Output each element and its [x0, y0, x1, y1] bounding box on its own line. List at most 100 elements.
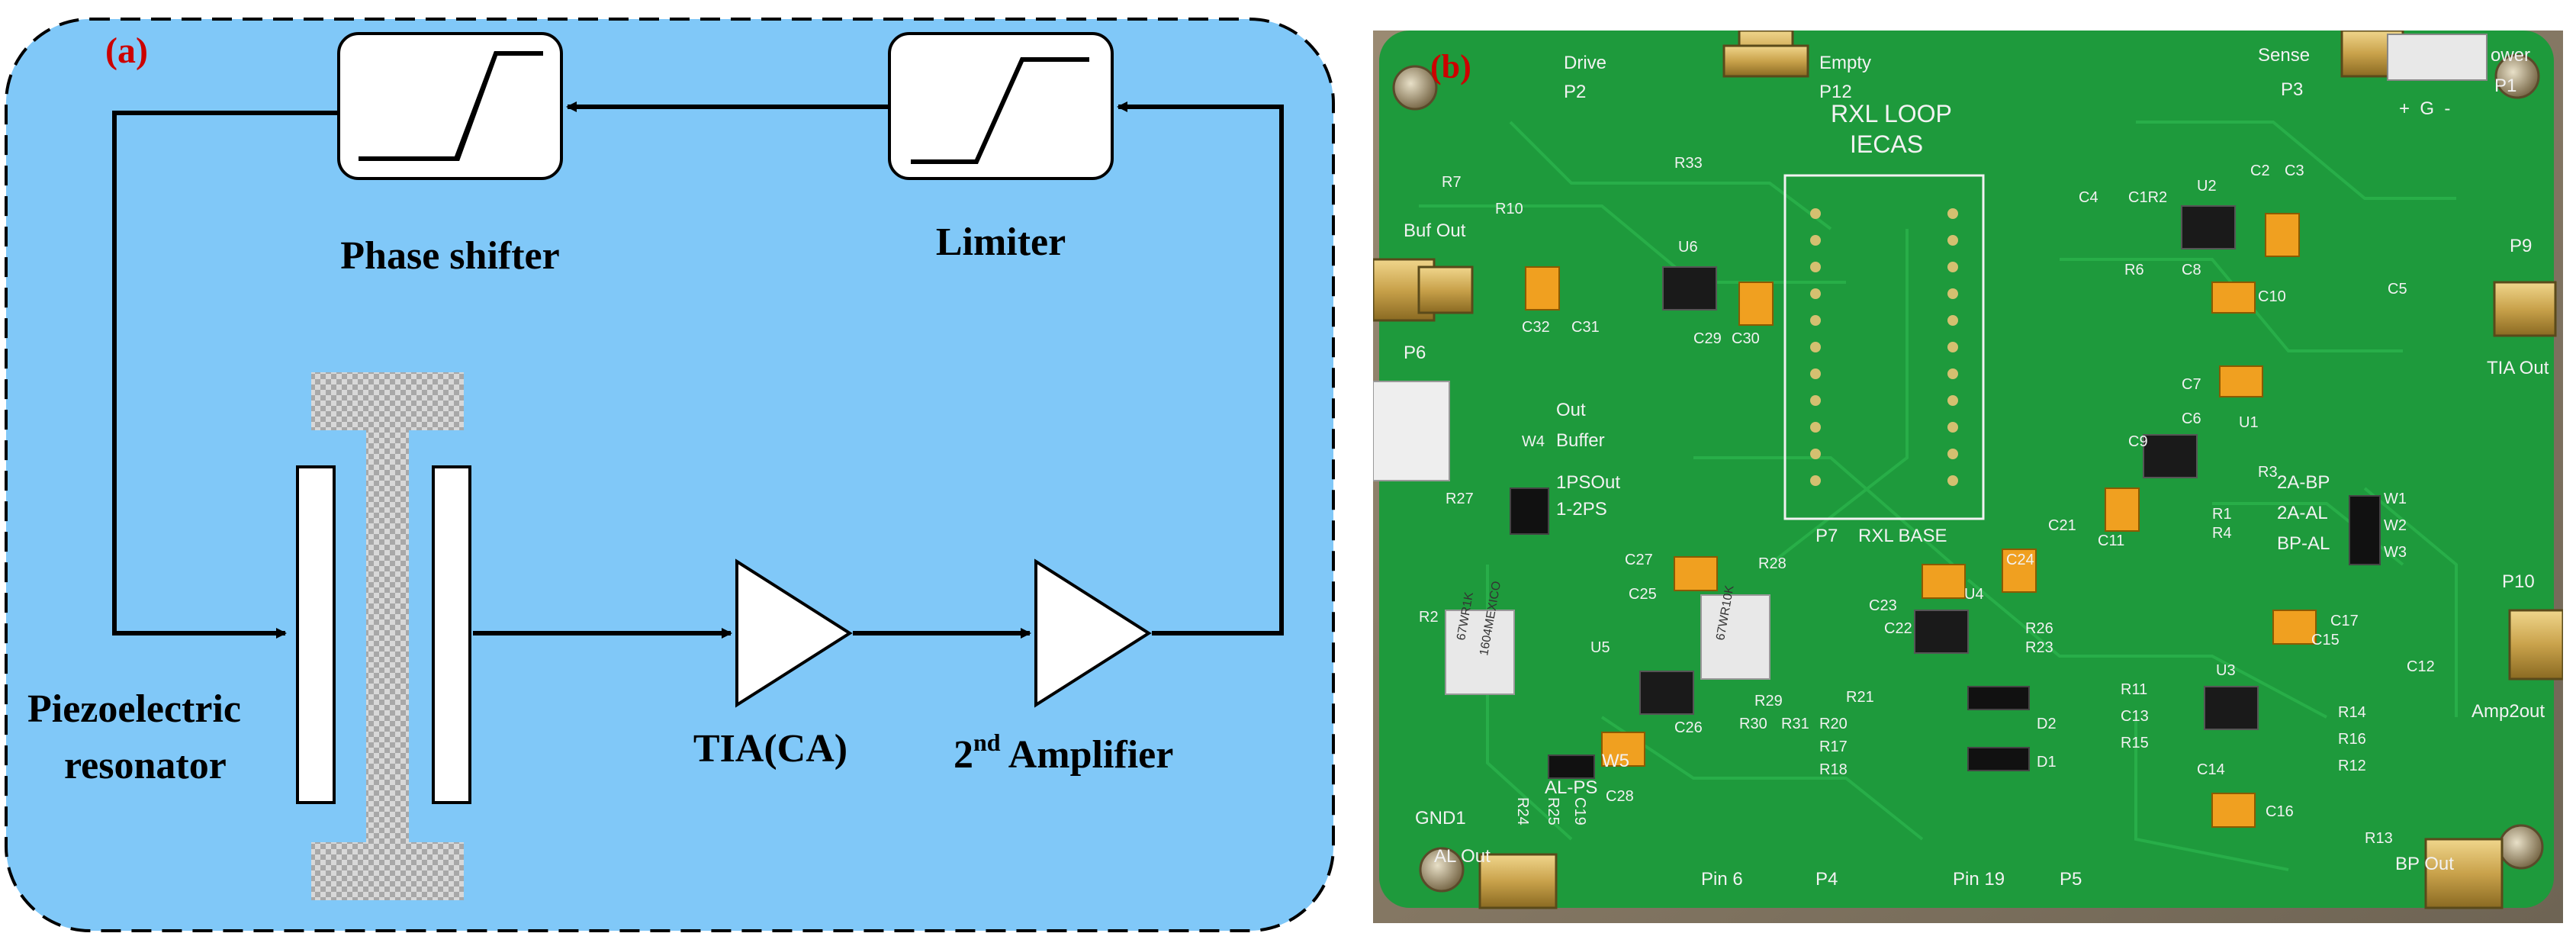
silk-amp2out: Amp2out: [2471, 701, 2545, 722]
silk-title2: IECAS: [1850, 130, 1923, 158]
ref-C21: C21: [2048, 517, 2076, 534]
ref-R16: R16: [2338, 731, 2366, 748]
silk-w-12ps: 1-2PS: [1556, 499, 1607, 520]
resonator-label-line1: Piezoelectric: [27, 687, 241, 731]
ref-C9: C9: [2128, 433, 2148, 450]
ref-W2: W2: [2384, 517, 2407, 534]
limiter-block: [888, 32, 1114, 180]
ref-R26: R26: [2025, 620, 2053, 637]
side-potentiometer: [1373, 381, 1450, 481]
ref-C6: C6: [2182, 410, 2201, 427]
silk-w-2abp: 2A-BP: [2277, 472, 2330, 493]
ref-C7: C7: [2182, 376, 2201, 393]
ref-W3: W3: [2384, 544, 2407, 561]
silk-w-bpal: BP-AL: [2277, 533, 2330, 554]
ref-C1R2: C1R2: [2128, 189, 2167, 206]
silk-power: ower: [2491, 45, 2530, 66]
silk-p4: P4: [1815, 869, 1838, 890]
silk-p9: P9: [2510, 236, 2532, 256]
ref-U3: U3: [2216, 662, 2236, 679]
silkscreen-labels: RXL LOOP IECAS Drive P2 Empty P12 Sense …: [1404, 45, 2549, 890]
silk-w-2aal: 2A-AL: [2277, 503, 2328, 523]
ref-R18: R18: [1819, 761, 1848, 778]
tia-label: TIA(CA): [693, 727, 847, 771]
panel-a-label: (a): [105, 31, 148, 71]
ref-U2: U2: [2197, 178, 2217, 195]
ref-C15: C15: [2311, 632, 2340, 648]
ref-C19: C19: [1571, 797, 1588, 825]
limiter-icon: [911, 57, 1089, 164]
ref-R11: R11: [2121, 681, 2147, 698]
amp-superscript: nd: [973, 729, 1001, 756]
ref-C8: C8: [2182, 262, 2201, 278]
ref-R12: R12: [2338, 758, 2366, 774]
silk-al-out: AL Out: [1434, 846, 1491, 867]
jumpers: [1510, 487, 2381, 779]
ref-R25: R25: [1545, 797, 1561, 825]
ref-R6: R6: [2124, 262, 2144, 278]
silk-w-1psout: 1PSOut: [1556, 472, 1620, 493]
ic-chips: [1639, 205, 2259, 730]
silk-p2: P2: [1564, 82, 1586, 102]
ref-C13: C13: [2121, 708, 2149, 725]
ref-R14: R14: [2338, 704, 2366, 721]
ref-R2: R2: [1419, 609, 1439, 626]
ref-R21: R21: [1846, 689, 1874, 706]
diagram-background: [5, 18, 1335, 932]
silk-p12: P12: [1819, 82, 1852, 102]
ref-U6: U6: [1678, 239, 1698, 256]
ref-R1: R1: [2212, 506, 2232, 523]
panel-b-label: (b): [1430, 48, 1471, 85]
silk-gnd1: GND1: [1415, 808, 1466, 829]
mounting-screws: [1392, 53, 2544, 893]
silk-p5: P5: [2060, 869, 2082, 890]
silk-rxl-base: P7 RXL BASE: [1815, 526, 1947, 546]
ref-C32: C32: [1522, 319, 1550, 336]
ref-R24: R24: [1514, 797, 1531, 825]
silk-drive: Drive: [1564, 53, 1606, 73]
silk-p10: P10: [2502, 571, 2535, 592]
ref-C25: C25: [1629, 586, 1657, 603]
silk-pin19: Pin 19: [1953, 869, 2005, 890]
ref-C3: C3: [2285, 162, 2304, 179]
tantalum-capacitors: [1525, 213, 2317, 828]
tia-amplifier-symbol: [735, 558, 853, 708]
ref-R17: R17: [1819, 738, 1848, 755]
ref-C28: C28: [1606, 788, 1634, 805]
ref-C22: C22: [1884, 620, 1912, 637]
ref-C23: C23: [1869, 597, 1897, 614]
potentiometers: [1445, 594, 1770, 695]
ref-C31: C31: [1571, 319, 1600, 336]
ref-W1: W1: [2384, 491, 2407, 507]
ref-C5: C5: [2388, 281, 2407, 298]
silk-buf-out: Buf Out: [1404, 220, 1466, 241]
ref-C2: C2: [2250, 162, 2270, 179]
block-diagram-panel: (a) Phase shifter Limiter Piezoelectric …: [5, 18, 1335, 932]
phase-shifter-block: [337, 32, 563, 180]
ref-R15: R15: [2121, 735, 2149, 751]
power-header: [2387, 34, 2488, 81]
silk-bp-out: BP Out: [2395, 854, 2454, 874]
silk-w-buffer: Buffer: [1556, 430, 1605, 451]
silk-pin6: Pin 6: [1701, 869, 1743, 890]
silk-title1: RXL LOOP: [1831, 100, 1952, 127]
ref-C4: C4: [2079, 189, 2098, 206]
piezo-resonator: [296, 372, 471, 900]
silk-tia-out: TIA Out: [2487, 358, 2549, 378]
ref-R28: R28: [1758, 555, 1786, 572]
ref-C10: C10: [2258, 288, 2286, 305]
ref-U1: U1: [2239, 414, 2259, 431]
ref-C12: C12: [2407, 658, 2435, 675]
ref-C11: C11: [2098, 533, 2124, 549]
silk-p3: P3: [2281, 79, 2303, 100]
ref-U4: U4: [1964, 586, 1984, 603]
resonator-label-line2: resonator: [64, 744, 227, 787]
silk-p1: P1: [2494, 76, 2517, 96]
ref-R27: R27: [1446, 491, 1474, 507]
ref-R13: R13: [2365, 830, 2393, 847]
ref-W4: W4: [1522, 433, 1545, 450]
pcb-photo-panel: (b): [1373, 31, 2563, 923]
ref-U5: U5: [1590, 639, 1610, 656]
ref-D2: D2: [2037, 716, 2057, 732]
hysteresis-icon: [359, 51, 543, 161]
